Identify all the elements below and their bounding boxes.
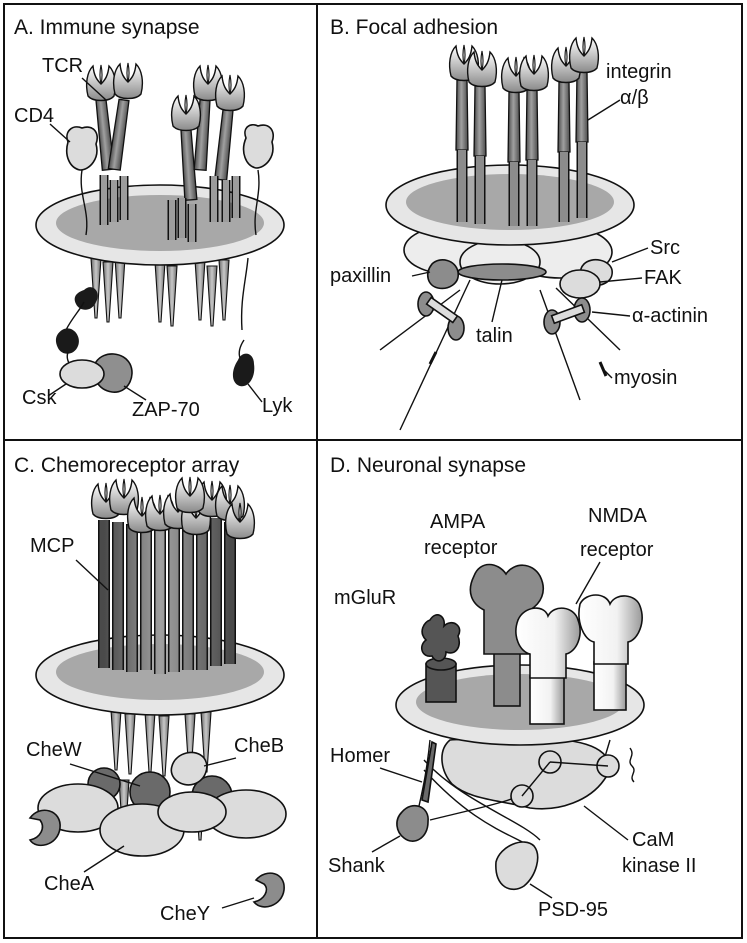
leader-nmda: [575, 561, 601, 605]
leader-lyk: [247, 383, 263, 403]
psd95-protein: [495, 841, 539, 891]
leader-myosin: [603, 369, 613, 379]
label-integrin: integrin: [606, 61, 672, 83]
panel-b-title: B. Focal adhesion: [330, 16, 498, 39]
homer-protein: [421, 740, 437, 804]
panel-a: A. Immune synapse: [14, 16, 293, 421]
panel-frames: [3, 3, 743, 939]
cheb-protein: [170, 751, 208, 786]
label-psd95: PSD-95: [538, 899, 608, 921]
leader-src: [611, 247, 649, 263]
shank-protein: [396, 804, 429, 842]
label-lyk: Lyk: [262, 395, 293, 417]
cd4-left: [65, 126, 98, 236]
label-camk: CaM: [632, 829, 674, 851]
membrane-disc-a: [35, 184, 285, 266]
label-actinin: α-actinin: [632, 305, 708, 327]
label-chea: CheA: [44, 873, 95, 895]
chey-right: [252, 872, 285, 908]
leader-camk: [583, 805, 629, 841]
leader-integrin: [587, 99, 621, 121]
leader-fak: [599, 277, 643, 283]
panel-d-frame: [316, 439, 743, 939]
leader-cd4: [49, 123, 71, 143]
label-chey: CheY: [160, 903, 210, 925]
label-chew: CheW: [26, 739, 82, 761]
leader-paxillin: [411, 271, 431, 277]
mcp-array: [90, 476, 256, 674]
leader-homer: [379, 767, 423, 783]
leader-shank: [371, 835, 401, 853]
leader-cheb: [203, 757, 237, 767]
csk-protein: [59, 359, 105, 389]
leader-tcr: [81, 77, 107, 101]
label-tcr: TCR: [42, 55, 83, 77]
leader-chey: [221, 897, 255, 909]
leader-chea: [83, 845, 125, 873]
tcr-complex: [85, 62, 246, 242]
leader-csk: [47, 383, 67, 397]
actinin-right: [543, 297, 591, 335]
label-integrin-ab: α/β: [620, 87, 649, 109]
actin-filaments: [379, 279, 621, 431]
leader-talin: [491, 279, 503, 323]
panel-c: C. Chemoreceptor array: [14, 454, 287, 925]
nmda-receptor-left: [515, 607, 581, 725]
panel-d-title: D. Neuronal synapse: [330, 454, 526, 477]
label-src: Src: [650, 237, 680, 259]
paxillin-protein: [426, 259, 459, 290]
panel-b: B. Focal adhesion: [330, 16, 708, 431]
panel-a-title: A. Immune synapse: [14, 16, 200, 39]
label-zap70: ZAP-70: [132, 399, 200, 421]
label-talin: talin: [476, 325, 513, 347]
panel-c-title: C. Chemoreceptor array: [14, 454, 240, 477]
camkii-complex: [510, 750, 620, 808]
label-ampa-receptor: receptor: [424, 537, 498, 559]
panel-d: D. Neuronal synapse: [328, 454, 696, 921]
tcr-cytoplasmic-tails: [90, 257, 230, 327]
label-paxillin: paxillin: [330, 265, 391, 287]
label-nmda: NMDA: [588, 505, 648, 527]
label-mglur: mGluR: [334, 587, 396, 609]
label-myosin: myosin: [614, 367, 677, 389]
cd4-right: [242, 123, 274, 236]
label-mcp: MCP: [30, 535, 74, 557]
label-fak: FAK: [644, 267, 682, 289]
mglur-receptor: [420, 614, 461, 703]
label-cd4: CD4: [14, 105, 54, 127]
nmda-receptor-right: [578, 594, 643, 711]
label-kinase-ii: kinase II: [622, 855, 696, 877]
label-ampa: AMPA: [430, 511, 486, 533]
chea-proteins: [37, 783, 287, 857]
leader-psd95: [529, 883, 553, 899]
leader-zap70: [123, 385, 147, 401]
label-nmda-receptor: receptor: [580, 539, 654, 561]
label-homer: Homer: [330, 745, 390, 767]
label-cheb: CheB: [234, 735, 284, 757]
leader-chew: [69, 763, 141, 787]
fak-protein: [559, 269, 601, 299]
talin-rod: [457, 263, 547, 281]
leader-actinin: [591, 311, 631, 317]
label-shank: Shank: [328, 855, 386, 877]
leader-mcp: [75, 559, 109, 591]
actinin-left: [417, 291, 465, 341]
label-csk: Csk: [22, 387, 57, 409]
lck-kinases: [55, 257, 255, 387]
integrin-dimers: [448, 36, 600, 226]
chey-left: [28, 809, 61, 847]
